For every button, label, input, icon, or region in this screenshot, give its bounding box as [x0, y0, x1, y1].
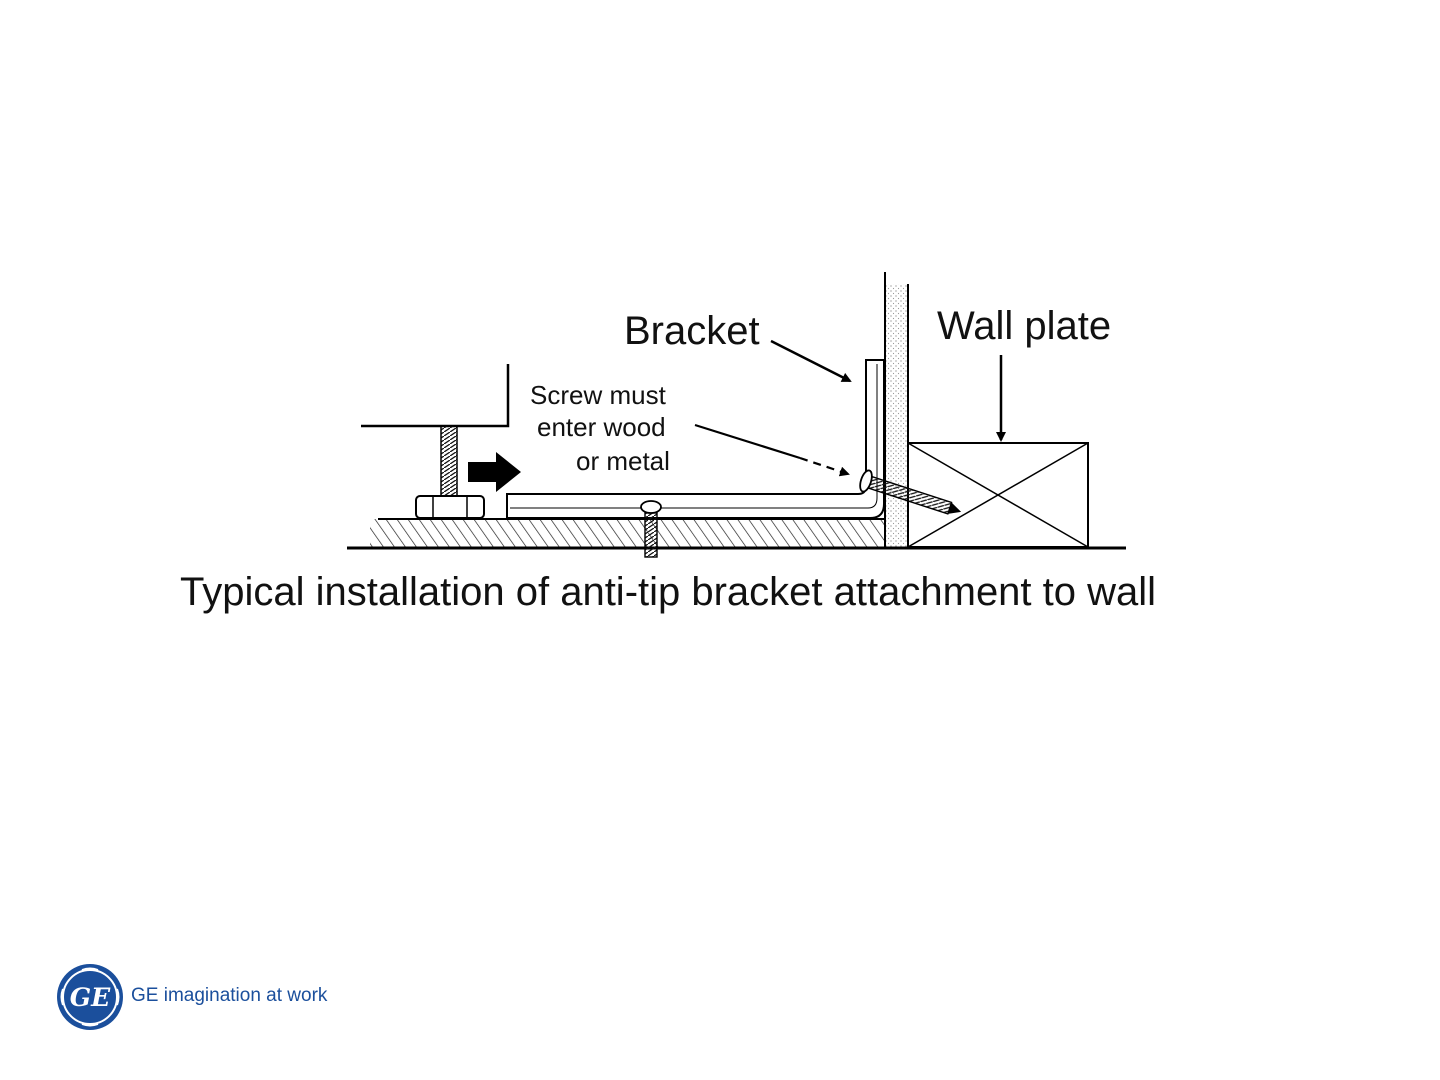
screw-note-line-2: enter wood: [537, 414, 666, 440]
bracket-label: Bracket: [624, 311, 760, 351]
screw-leader-arrow: [695, 425, 848, 474]
wall: [885, 272, 908, 548]
ge-monogram-icon: GE: [55, 962, 125, 1032]
screw-note-line-1: Screw must: [530, 382, 666, 408]
diagram-caption: Typical installation of anti-tip bracket…: [180, 570, 1156, 614]
appliance-corner: [361, 364, 508, 426]
bracket-leader-arrow: [771, 341, 850, 381]
brand-tagline: GE imagination at work: [131, 986, 327, 1005]
wall-plate: [908, 443, 1088, 547]
push-direction-arrow: [468, 452, 521, 492]
screw-note-line-3: or metal: [576, 448, 670, 474]
floor: [347, 519, 1126, 548]
ge-monogram-text: GE: [70, 983, 111, 1012]
wall-plate-label: Wall plate: [937, 306, 1111, 346]
